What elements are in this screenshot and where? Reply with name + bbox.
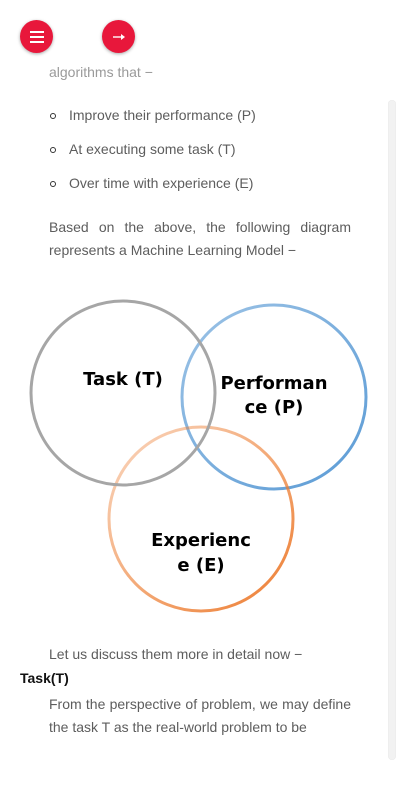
diagram-intro: Based on the above, the following diagra… xyxy=(49,219,351,258)
task-paragraph: From the perspective of problem, we may … xyxy=(49,696,351,735)
task-label: Task (T) xyxy=(83,369,163,390)
performance-label-line1: Performan xyxy=(220,373,327,394)
experience-label-line2: e (E) xyxy=(177,555,224,576)
performance-circle xyxy=(180,303,368,491)
bullet-list: Improve their performance (P) At executi… xyxy=(49,104,256,206)
ml-model-venn-diagram: Task (T) Performan ce (P) Experienc e (E… xyxy=(29,299,368,613)
experience-label-line1: Experienc xyxy=(151,530,251,551)
list-item: Improve their performance (P) xyxy=(49,104,256,138)
list-item: At executing some task (T) xyxy=(49,138,256,172)
arrow-right-icon xyxy=(112,33,125,40)
hamburger-icon xyxy=(29,30,44,43)
menu-button[interactable] xyxy=(20,20,53,53)
next-page-button[interactable] xyxy=(102,20,135,53)
intro-fragment: algorithms that − xyxy=(49,64,153,80)
task-circle xyxy=(29,299,217,487)
section-heading: Task(T) xyxy=(20,670,69,686)
scrollbar[interactable] xyxy=(388,100,396,760)
discuss-text: Let us discuss them more in detail now − xyxy=(49,646,303,662)
list-item: Over time with experience (E) xyxy=(49,172,256,206)
experience-circle xyxy=(107,425,295,613)
performance-label-line2: ce (P) xyxy=(245,397,304,418)
bottom-fade xyxy=(0,735,400,800)
